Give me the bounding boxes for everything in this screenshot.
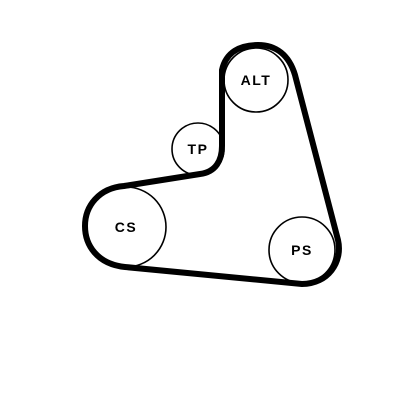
drive-belt <box>82 42 342 287</box>
alternator-label: ALT <box>241 72 272 88</box>
crankshaft-label: CS <box>115 219 137 235</box>
power-steering-label: PS <box>291 242 313 258</box>
tensioner-label: TP <box>188 141 209 157</box>
